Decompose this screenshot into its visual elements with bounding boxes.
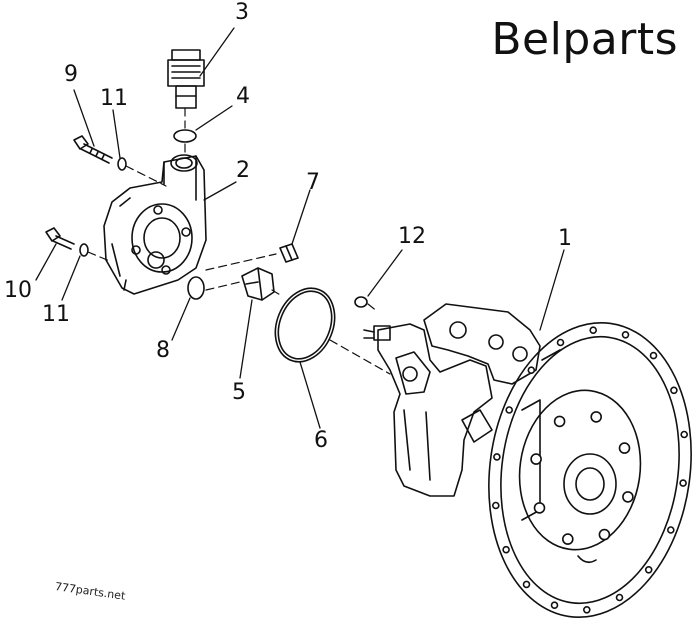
coupling-part-5 <box>242 268 274 300</box>
flange-bolt-hole <box>651 353 657 359</box>
inner-bolt-head <box>599 530 609 540</box>
inner-bolt-head <box>623 492 633 502</box>
flange-bolt-hole <box>494 454 500 460</box>
callout-11-upper: 11 <box>100 86 128 111</box>
inner-bolt-head <box>555 416 565 426</box>
regulator-body-part <box>104 155 206 294</box>
inner-bolt-head <box>531 454 541 464</box>
inner-bolts <box>531 412 633 544</box>
callout-2: 2 <box>236 158 250 183</box>
bolt-part-9 <box>74 136 112 163</box>
pin-part-7 <box>280 244 298 262</box>
callout-1: 1 <box>558 226 572 251</box>
callout-5: 5 <box>232 380 246 405</box>
flange-bolt-hole <box>506 407 512 413</box>
callout-7: 7 <box>306 170 320 195</box>
flange-bolt-hole <box>590 327 596 333</box>
flange-bolt-hole <box>493 503 499 509</box>
inner-bolt-head <box>535 503 545 513</box>
callout-10: 10 <box>4 278 32 303</box>
bolt-part-10 <box>46 228 74 249</box>
oring-part-12 <box>355 297 367 307</box>
flange-bolt-hole <box>623 332 629 338</box>
flange-bolt-hole <box>671 387 677 393</box>
flange-bolt-hole <box>552 602 558 608</box>
main-pump-part <box>364 304 700 624</box>
oring-part-6 <box>265 279 345 370</box>
inner-bolt-head <box>591 412 601 422</box>
flange-bolt-hole <box>646 567 652 573</box>
inner-bolt-head <box>620 443 630 453</box>
washer-part-11-lower <box>80 244 88 256</box>
callout-9: 9 <box>64 62 78 87</box>
callout-6: 6 <box>314 428 328 453</box>
callout-3: 3 <box>235 0 249 25</box>
flange-bolt-hole <box>528 367 534 373</box>
leader-lines <box>36 28 564 428</box>
flange-bolt-hole <box>558 340 564 346</box>
brand-title: Belparts <box>491 14 678 65</box>
valve-cartridge-part <box>168 50 204 108</box>
flange-bolt-hole <box>617 595 623 601</box>
flange-bolt-hole <box>503 547 509 553</box>
flange-bolt-hole <box>681 432 687 438</box>
flange-bolt-holes <box>493 327 687 613</box>
callout-4: 4 <box>236 84 250 109</box>
inner-bolt-head <box>563 534 573 544</box>
assembly-lines <box>88 108 390 374</box>
callout-12: 12 <box>398 224 426 249</box>
callout-8: 8 <box>156 338 170 363</box>
callout-11-lower: 11 <box>42 302 70 327</box>
washer-part-11-upper <box>118 158 126 170</box>
oring-part-8 <box>188 277 204 299</box>
flange-bolt-hole <box>524 581 530 587</box>
flange-bolt-hole <box>584 607 590 613</box>
flange-bolt-hole <box>668 527 674 533</box>
oring-part-4 <box>174 130 196 142</box>
flange-bolt-hole <box>680 480 686 486</box>
